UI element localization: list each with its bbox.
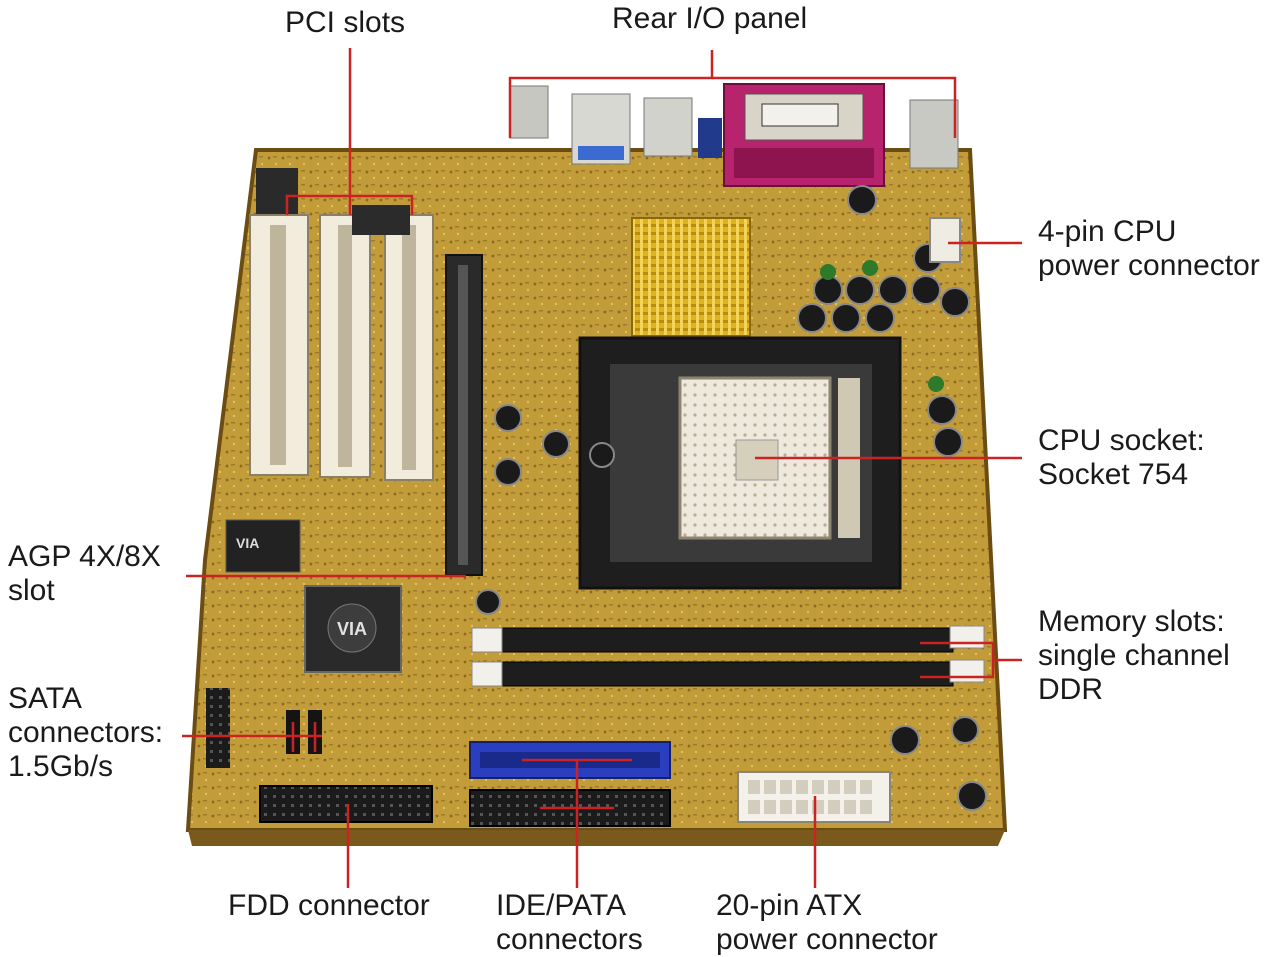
pci-slots-text: PCI slots	[285, 6, 406, 39]
capacitors	[475, 185, 987, 811]
pci-slots	[249, 214, 434, 481]
leader-lines	[182, 48, 1022, 888]
cpu-socket-line1: CPU socket:	[1038, 424, 1205, 457]
label-cpu-power: 4-pin CPU power connector	[1038, 215, 1260, 283]
cpu-socket-line2: Socket 754	[1038, 458, 1189, 491]
memory-line1: Memory slots:	[1038, 605, 1225, 638]
label-cpu-socket: CPU socket: Socket 754	[1038, 424, 1205, 492]
memory-line2: single channel	[1038, 639, 1230, 672]
memory-line3: DDR	[1038, 673, 1103, 706]
ide-line1: IDE/PATA	[496, 889, 627, 922]
leader-rear-io	[508, 76, 957, 138]
northbridge-label: VIA	[337, 619, 367, 639]
cpu-power-line2: power connector	[1038, 249, 1260, 282]
sata-line3: 1.5Gb/s	[8, 750, 114, 783]
cpu-power-connector	[929, 217, 961, 263]
label-rear-io: Rear I/O panel	[612, 2, 807, 36]
atx-line1: 20-pin ATX	[716, 889, 863, 922]
fdd-connector	[259, 785, 433, 823]
southbridge-chip	[225, 519, 301, 573]
southbridge-label: VIA	[236, 535, 259, 551]
fdd-text: FDD connector	[228, 889, 430, 922]
label-ide: IDE/PATA connectors	[496, 889, 643, 957]
agp-line2: slot	[8, 574, 55, 607]
sata-line1: SATA	[8, 682, 82, 715]
sata-line2: connectors:	[8, 716, 164, 749]
rear-io-ports	[509, 83, 959, 187]
cpu-power-line1: 4-pin CPU	[1038, 215, 1177, 248]
rear-io-text: Rear I/O panel	[612, 2, 808, 35]
northbridge-heatsink	[631, 217, 751, 337]
label-atx: 20-pin ATX power connector	[716, 889, 938, 957]
label-pci-slots: PCI slots	[285, 6, 405, 40]
label-agp: AGP 4X/8X slot	[8, 540, 161, 608]
label-fdd: FDD connector	[228, 889, 430, 923]
agp-line1: AGP 4X/8X	[8, 540, 161, 573]
ide-line2: connectors	[496, 923, 643, 956]
label-memory: Memory slots: single channel DDR	[1038, 605, 1230, 707]
atx-line2: power connector	[716, 923, 938, 956]
label-sata: SATA connectors: 1.5Gb/s	[8, 682, 163, 784]
